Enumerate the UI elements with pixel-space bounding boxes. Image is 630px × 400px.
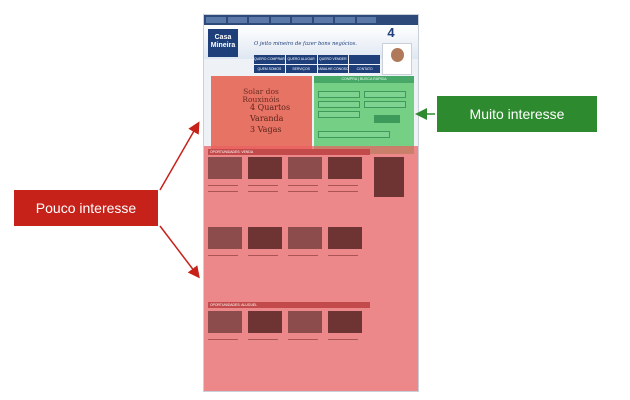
listing-thumb[interactable]: [288, 311, 322, 333]
listing-text: [248, 191, 278, 193]
search-field-type[interactable]: [318, 91, 360, 98]
search-button[interactable]: [374, 115, 400, 123]
listing-text: [288, 339, 318, 341]
section-rent-label: OPORTUNIDADES: ALUGUEL: [208, 302, 370, 308]
listing-text: [328, 255, 358, 257]
listing-text: [248, 255, 278, 257]
arrow-to-promo: [159, 121, 200, 191]
listing-text: [328, 191, 358, 193]
listing-thumb[interactable]: [208, 157, 242, 179]
city-links[interactable]: [206, 17, 376, 24]
nav-item-sell[interactable]: QUERO VENDER: [317, 55, 349, 64]
site-logo[interactable]: Casa Mineira: [208, 29, 238, 57]
promo-detail-rooms: 4 Quartos: [250, 103, 291, 112]
listing-thumb[interactable]: [288, 157, 322, 179]
quick-search-field[interactable]: [318, 131, 390, 138]
logo-line1: Casa: [214, 34, 232, 41]
main-nav: QUERO COMPRAR QUERO ALUGAR QUERO VENDER …: [254, 55, 380, 73]
promo-banner-overlay[interactable]: [211, 76, 312, 154]
listing-thumb[interactable]: [328, 157, 362, 179]
listing-text: [328, 185, 358, 187]
section-sale-label: OPORTUNIDADES: VENDA: [208, 149, 370, 155]
website-screenshot: Casa Mineira O jeito mineiro de fazer bo…: [203, 14, 419, 392]
listing-text: [328, 339, 358, 341]
sidebar-ad[interactable]: [374, 157, 404, 197]
search-field-neighborhood[interactable]: [318, 101, 360, 108]
listing-thumb[interactable]: [328, 227, 362, 249]
listing-text: [248, 339, 278, 341]
listing-thumb[interactable]: [328, 311, 362, 333]
logo-line2: Mineira: [210, 42, 236, 49]
nav-item-blank[interactable]: [349, 55, 380, 64]
listing-text: [208, 191, 238, 193]
search-panel-header: COMPRA | BUSCA RÁPIDA: [314, 76, 414, 83]
low-interest-label: Pouco interesse: [14, 190, 158, 226]
listing-text: [208, 185, 238, 187]
nav-item-rent[interactable]: QUERO ALUGAR: [285, 55, 317, 64]
listing-thumb[interactable]: [208, 227, 242, 249]
nav-item-about[interactable]: QUEM SOMOS: [254, 64, 285, 73]
search-field-max-price[interactable]: [364, 101, 406, 108]
site-tagline: O jeito mineiro de fazer bons negócios.: [254, 41, 357, 47]
listing-thumb[interactable]: [248, 311, 282, 333]
promo-detail-parking: 3 Vagas: [250, 125, 282, 134]
arrow-to-listings: [159, 225, 200, 279]
listing-thumb[interactable]: [208, 311, 242, 333]
anniversary-badge: 4: [387, 25, 395, 40]
promo-details: 4 Quartos Varanda 3 Vagas: [250, 102, 290, 135]
listing-text: [288, 255, 318, 257]
promo-title: Solar dos Rouxinóis: [242, 87, 280, 104]
high-interest-label: Muito interesse: [437, 96, 597, 132]
listing-thumb[interactable]: [248, 227, 282, 249]
listing-thumb[interactable]: [288, 227, 322, 249]
promo-detail-balcony: Varanda: [250, 114, 284, 123]
listing-text: [248, 185, 278, 187]
listing-text: [208, 255, 238, 257]
agent-photo: [391, 48, 404, 62]
listing-text: [288, 191, 318, 193]
nav-item-contact[interactable]: CONTATO: [349, 64, 380, 73]
agent-avatar[interactable]: [382, 43, 412, 75]
nav-item-services[interactable]: SERVIÇOS: [285, 64, 317, 73]
listing-text: [208, 339, 238, 341]
nav-item-buy[interactable]: QUERO COMPRAR: [254, 55, 285, 64]
listing-thumb[interactable]: [248, 157, 282, 179]
search-field-min-price[interactable]: [364, 91, 406, 98]
listing-text: [288, 185, 318, 187]
search-field-rooms[interactable]: [318, 111, 360, 118]
nav-item-careers[interactable]: TRABALHE CONOSCO: [317, 64, 349, 73]
